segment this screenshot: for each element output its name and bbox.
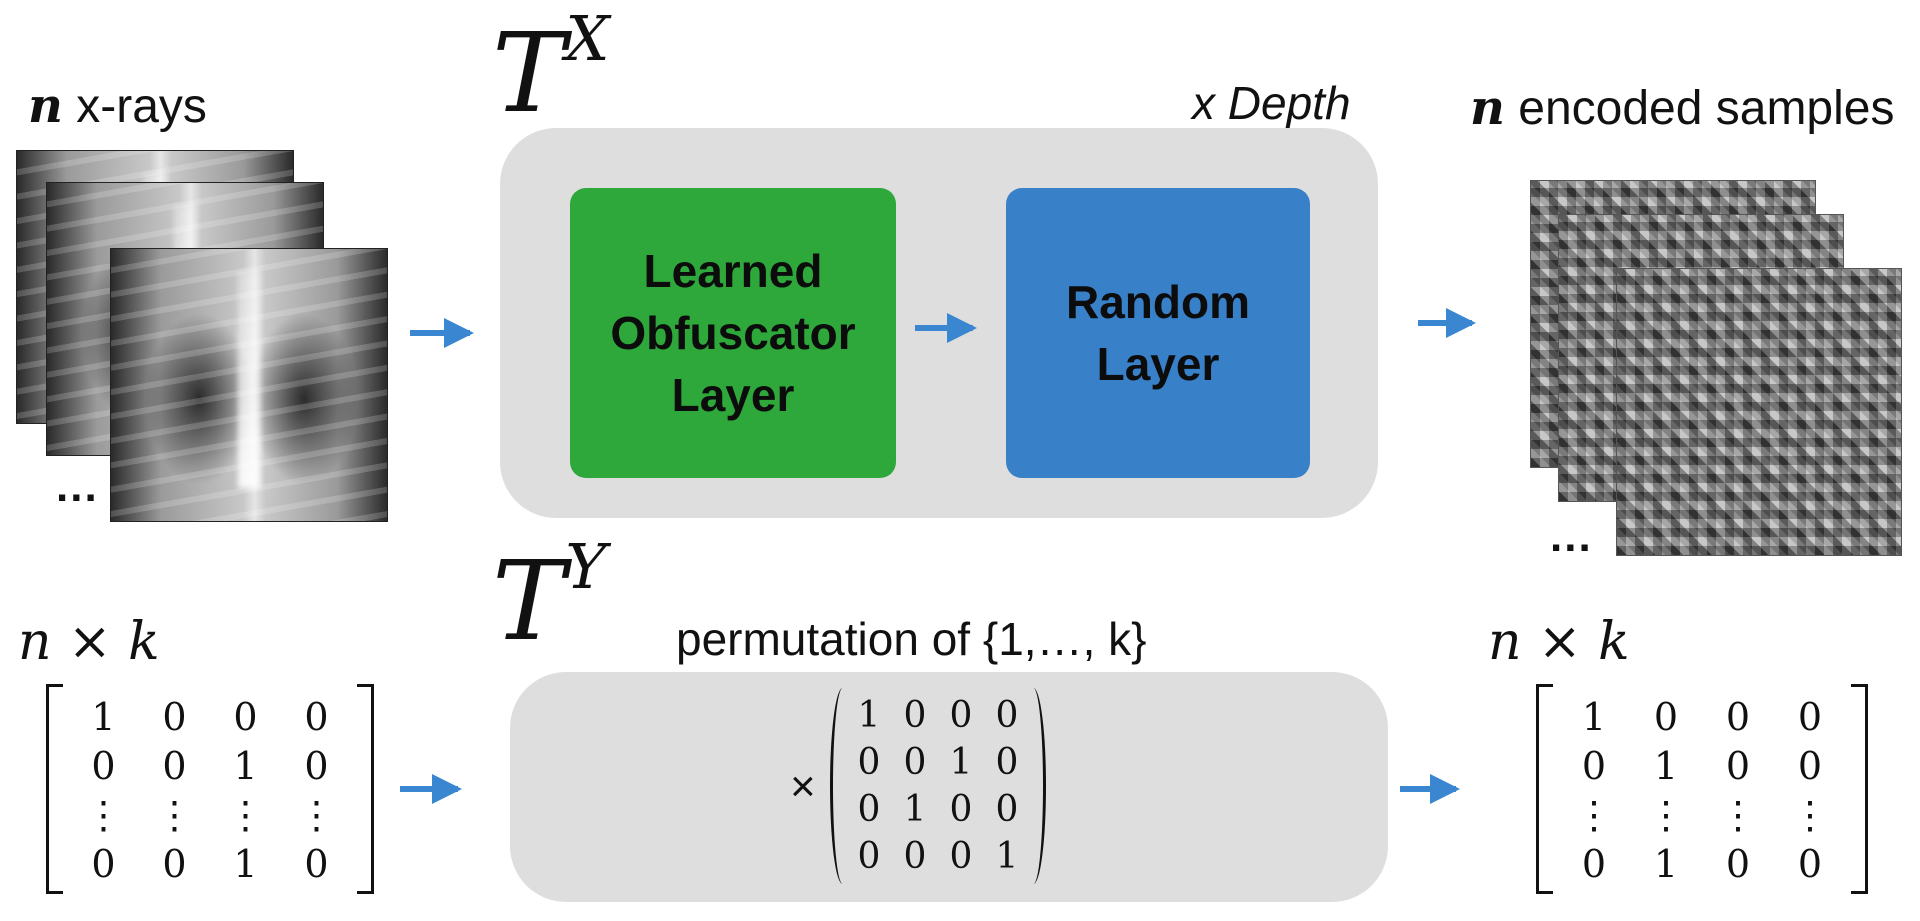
- xray-stack: [16, 150, 396, 530]
- learned-obfuscator-layer: Learned Obfuscator Layer: [570, 188, 896, 478]
- matrix-cell: 0: [857, 836, 881, 877]
- matrix-cell: 0: [1725, 841, 1751, 886]
- matrix-cell: 1: [1653, 743, 1679, 788]
- depth-label: x Depth: [1192, 77, 1351, 129]
- arrow-ty-to-output: [1400, 774, 1460, 804]
- matrix-cell: 0: [1581, 743, 1607, 788]
- matrix-cell: 0: [903, 695, 927, 736]
- matrix-cell: 0: [903, 836, 927, 877]
- matrix-cell: 0: [91, 841, 116, 886]
- arrow-tx-to-output: [1418, 308, 1476, 338]
- matrix-cell: 0: [857, 742, 881, 783]
- times-symbol: ×: [790, 762, 816, 811]
- arrow-obfuscator-to-random: [915, 313, 977, 343]
- matrix-cell: ⋮: [1575, 792, 1613, 837]
- matrix-cell: ⋮: [1791, 792, 1829, 837]
- right-paren: [1025, 688, 1046, 884]
- encoded-sample-stack: [1530, 180, 1910, 560]
- matrix-cell: 1: [995, 836, 1019, 877]
- matrix-cell: 0: [949, 836, 973, 877]
- matrix-cell: 1: [233, 743, 258, 788]
- matrix-cell: 0: [91, 743, 116, 788]
- matrix-cell: 0: [1797, 694, 1823, 739]
- matrix-cell: 0: [1725, 694, 1751, 739]
- matrix-cell: 0: [1581, 841, 1607, 886]
- matrix-cell: ⋮: [1719, 792, 1757, 837]
- matrix-cell: 0: [162, 743, 187, 788]
- matrix-cell: 0: [903, 742, 927, 783]
- arrow-input-to-ty: [400, 774, 462, 804]
- output-title: n encoded samples: [1470, 80, 1895, 136]
- ty-panel: [510, 672, 1388, 902]
- matrix-cell: 0: [304, 743, 329, 788]
- ty-label: TY: [492, 530, 607, 665]
- encoded-sample-image: [1616, 268, 1902, 556]
- matrix-cell: 0: [233, 694, 258, 739]
- matrix-cell: 1: [91, 694, 116, 739]
- left-paren: [830, 688, 851, 884]
- matrix-cell: 1: [1581, 694, 1607, 739]
- matrix-cell: 0: [1653, 694, 1679, 739]
- matrix-cell: 0: [857, 789, 881, 830]
- matrix-cell: ⋮: [297, 792, 336, 837]
- matrix-cell: 1: [1653, 841, 1679, 886]
- matrix-cell: ⋮: [84, 792, 123, 837]
- xray-image: [110, 248, 388, 522]
- matrix-cell: 1: [233, 841, 258, 886]
- input-matrix-right-bracket: [357, 684, 374, 894]
- output-matrix-left-bracket: [1536, 684, 1553, 894]
- matrix-cell: 1: [903, 789, 927, 830]
- arrow-input-to-tx: [410, 318, 474, 348]
- tx-label: TX: [492, 2, 610, 137]
- matrix-cell: 0: [1725, 743, 1751, 788]
- matrix-cell: 0: [995, 695, 1019, 736]
- input-matrix-left-bracket: [46, 684, 63, 894]
- input-title: n x-rays: [28, 78, 207, 134]
- random-layer: Random Layer: [1006, 188, 1310, 478]
- matrix-cell: 0: [304, 694, 329, 739]
- output-ellipsis: ...: [1550, 512, 1593, 561]
- output-dims-label: n × k: [1488, 612, 1630, 672]
- permutation-label: permutation of {1,…, k}: [676, 613, 1147, 665]
- matrix-cell: 0: [949, 695, 973, 736]
- input-ellipsis: ...: [56, 462, 99, 511]
- matrix-cell: ⋮: [155, 792, 194, 837]
- matrix-cell: 0: [1797, 841, 1823, 886]
- matrix-cell: 0: [162, 694, 187, 739]
- matrix-cell: 1: [949, 742, 973, 783]
- matrix-cell: 0: [995, 742, 1019, 783]
- matrix-cell: 0: [1797, 743, 1823, 788]
- matrix-cell: 0: [995, 789, 1019, 830]
- matrix-cell: 0: [949, 789, 973, 830]
- matrix-cell: ⋮: [226, 792, 265, 837]
- matrix-cell: 1: [857, 695, 881, 736]
- output-matrix-right-bracket: [1851, 684, 1868, 894]
- matrix-cell: ⋮: [1647, 792, 1685, 837]
- matrix-cell: 0: [162, 841, 187, 886]
- matrix-cell: 0: [304, 841, 329, 886]
- input-dims-label: n × k: [18, 612, 160, 672]
